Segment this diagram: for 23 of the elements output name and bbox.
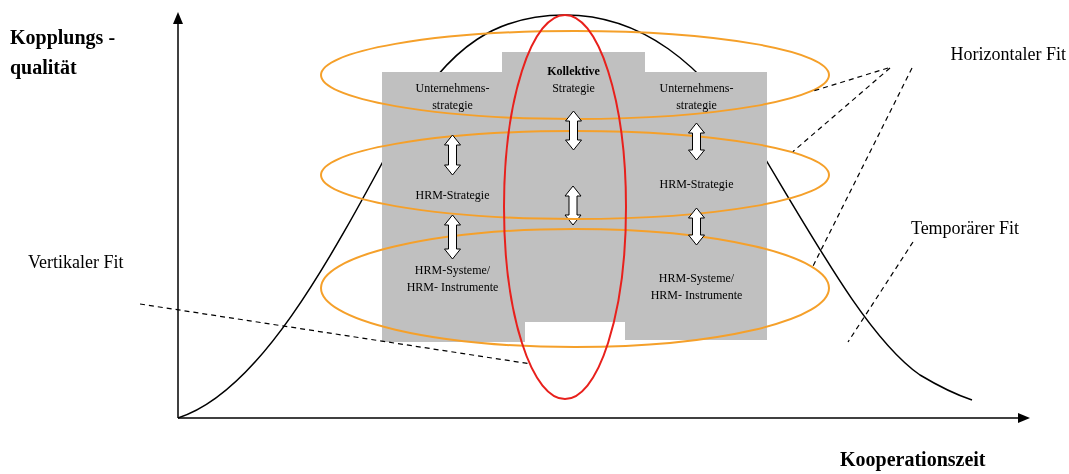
double-arrow <box>688 207 705 246</box>
double-arrow <box>565 110 582 151</box>
leader-line <box>847 241 914 343</box>
double-arrow <box>688 122 705 161</box>
box-text: Strategie <box>552 80 595 97</box>
leader-line <box>812 67 913 267</box>
box-text: Unternehmens- strategie <box>658 80 735 114</box>
box-text: HRM-Strategie <box>415 186 490 204</box>
leader-line <box>139 303 530 365</box>
callout-label: Temporärer Fit <box>910 217 1020 240</box>
callout-label: Vertikaler Fit <box>28 251 124 274</box>
heading-text: Kollektive <box>547 63 600 80</box>
callout-label: Horizontaler Fit <box>950 43 1066 66</box>
box-text: HRM-Systeme/ HRM- Instrumente <box>650 270 743 304</box>
leader-line <box>812 67 889 92</box>
double-arrow <box>444 134 461 176</box>
box-text: HRM-Systeme/ HRM- Instrumente <box>406 262 499 296</box>
box-text: Unternehmens- strategie <box>414 80 491 114</box>
double-arrow <box>444 214 461 260</box>
box-text: HRM-Strategie <box>659 175 734 193</box>
axis-label: Kooperationszeit <box>840 447 986 472</box>
leader-line <box>792 67 891 153</box>
axis-label: Kopplungs -qualität <box>10 25 117 81</box>
